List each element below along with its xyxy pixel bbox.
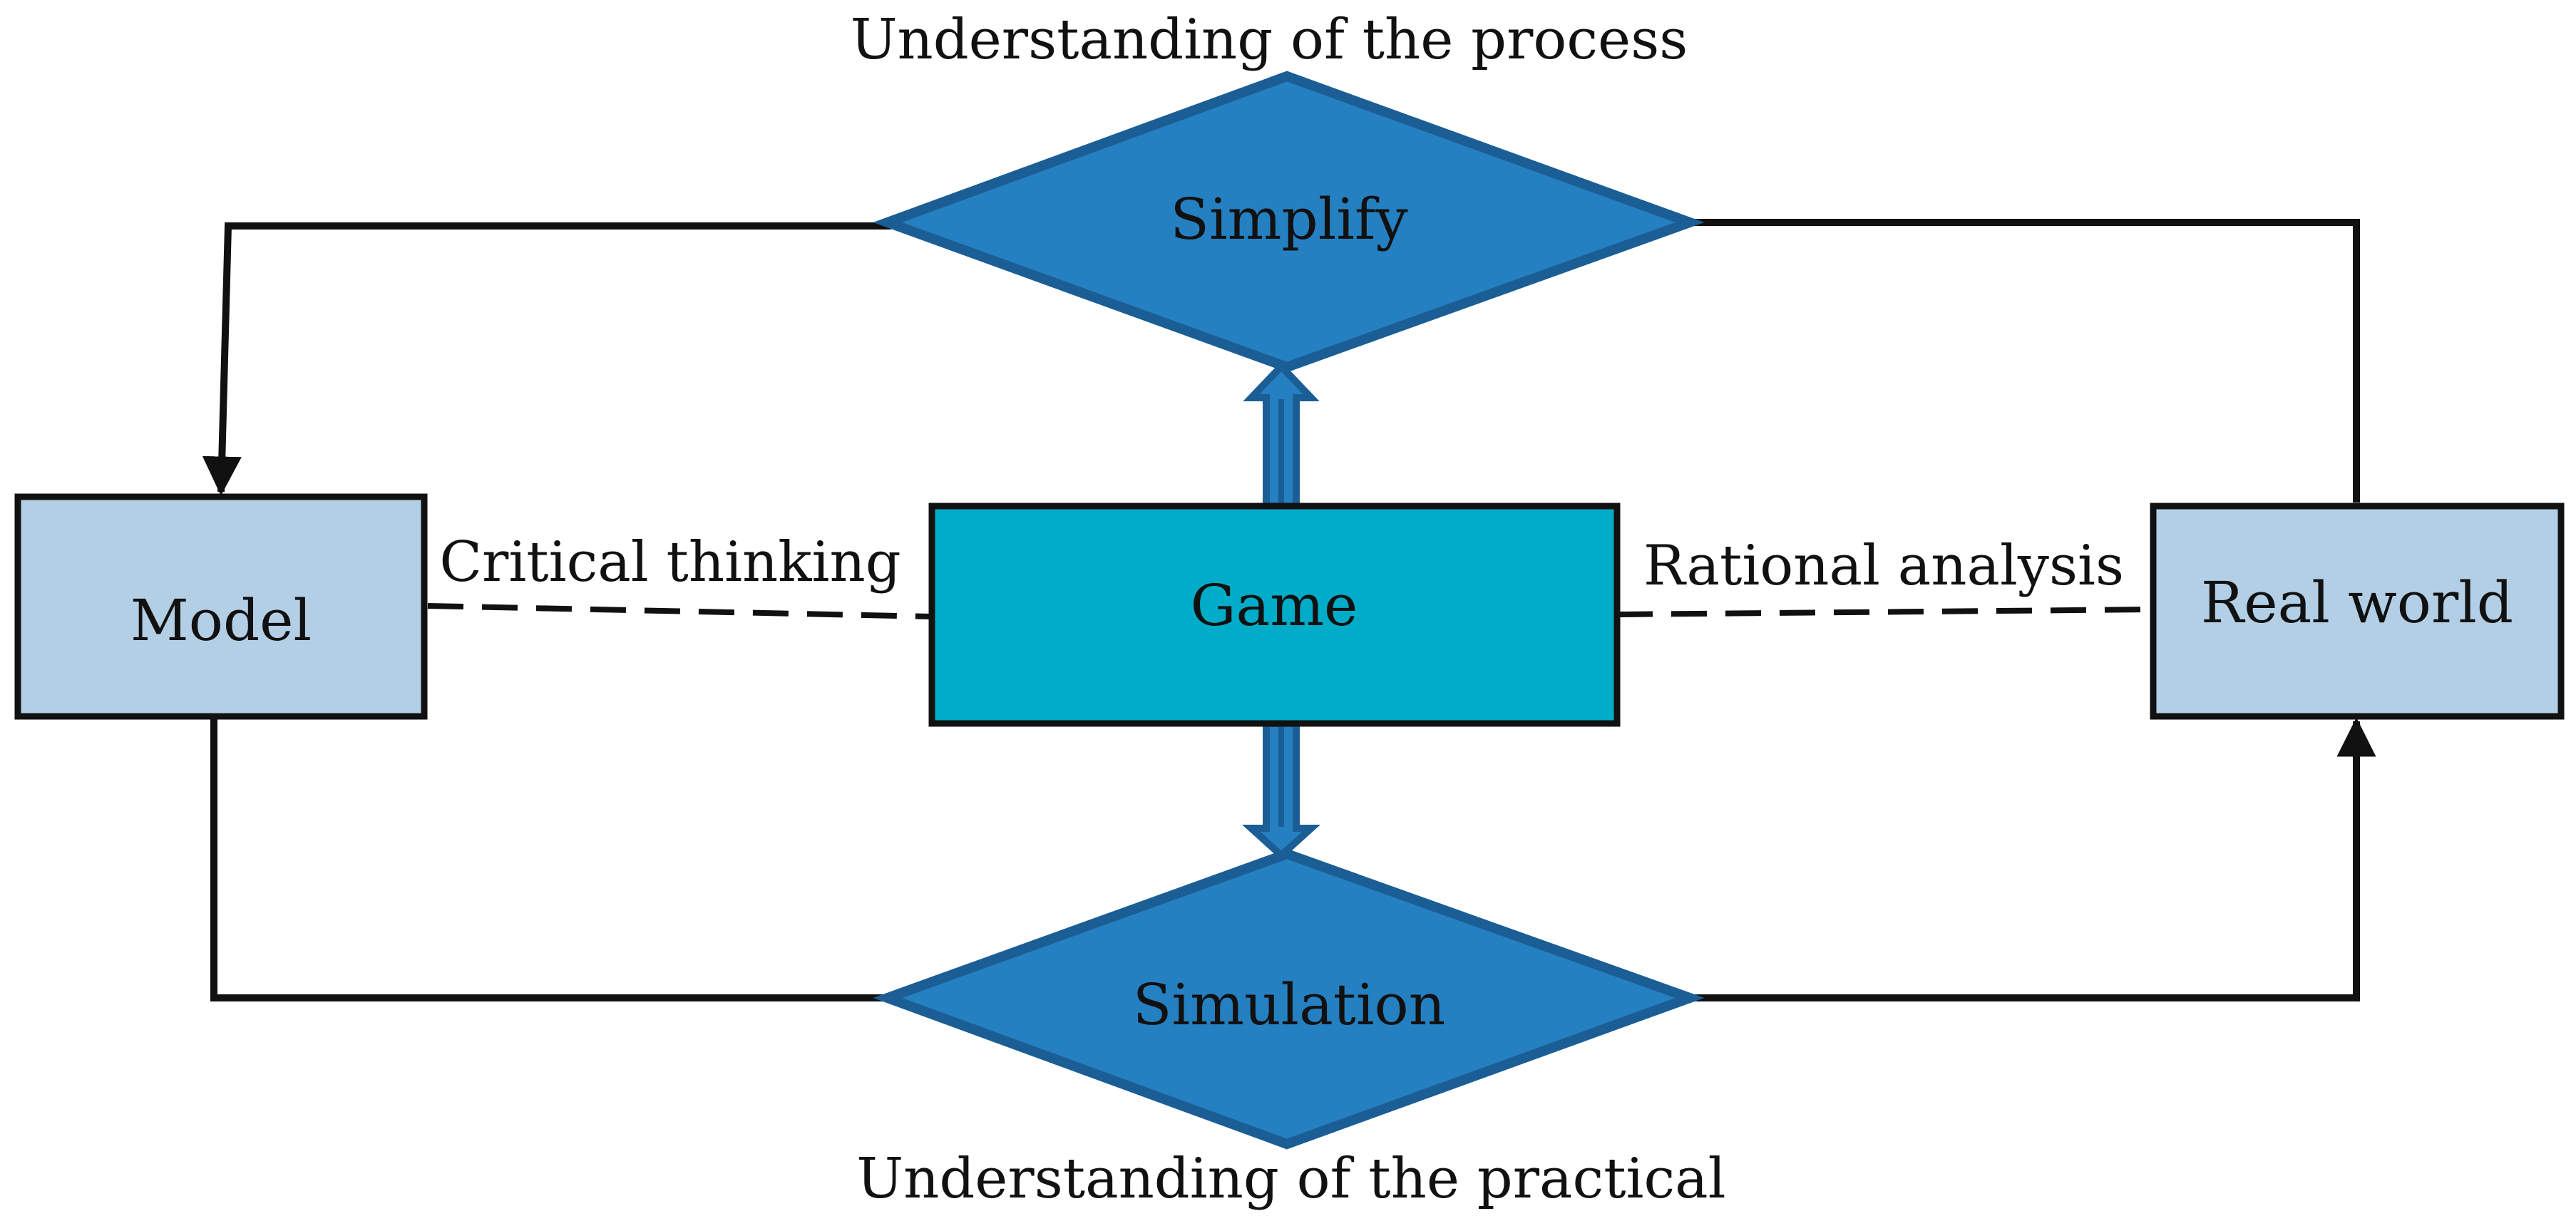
simplify-label: Simplify: [1170, 186, 1407, 252]
model-label: Model: [130, 587, 312, 654]
game-label: Game: [1191, 572, 1358, 639]
simulation-label: Simulation: [1133, 972, 1445, 1038]
rational-analysis-label: Rational analysis: [1643, 534, 2124, 598]
connector-simulation-to-realworld: [1690, 717, 2376, 1001]
simulation-diamond: [873, 848, 1705, 1150]
understanding-practical-label: Understanding of the practical: [856, 1147, 1725, 1211]
model-box: [14, 493, 428, 720]
connector-model-to-simulation: [210, 716, 891, 1001]
dashed-link-game-realworld: [1616, 607, 2154, 617]
critical-thinking-label: Critical thinking: [439, 530, 900, 594]
double-arrow-down: [1242, 720, 1320, 860]
double-arrow-up: [1243, 361, 1320, 511]
real-world-label: Real world: [2201, 570, 2513, 636]
understanding-process-label: Understanding of the process: [851, 8, 1688, 72]
connector-simplify-to-model: [202, 222, 891, 496]
game-box: [928, 503, 1621, 727]
simplify-diamond: [873, 71, 1705, 373]
connector-realworld-to-simplify: [1690, 219, 2360, 503]
dashed-link-model-game: [427, 603, 933, 619]
real-world-box: [2150, 503, 2565, 720]
